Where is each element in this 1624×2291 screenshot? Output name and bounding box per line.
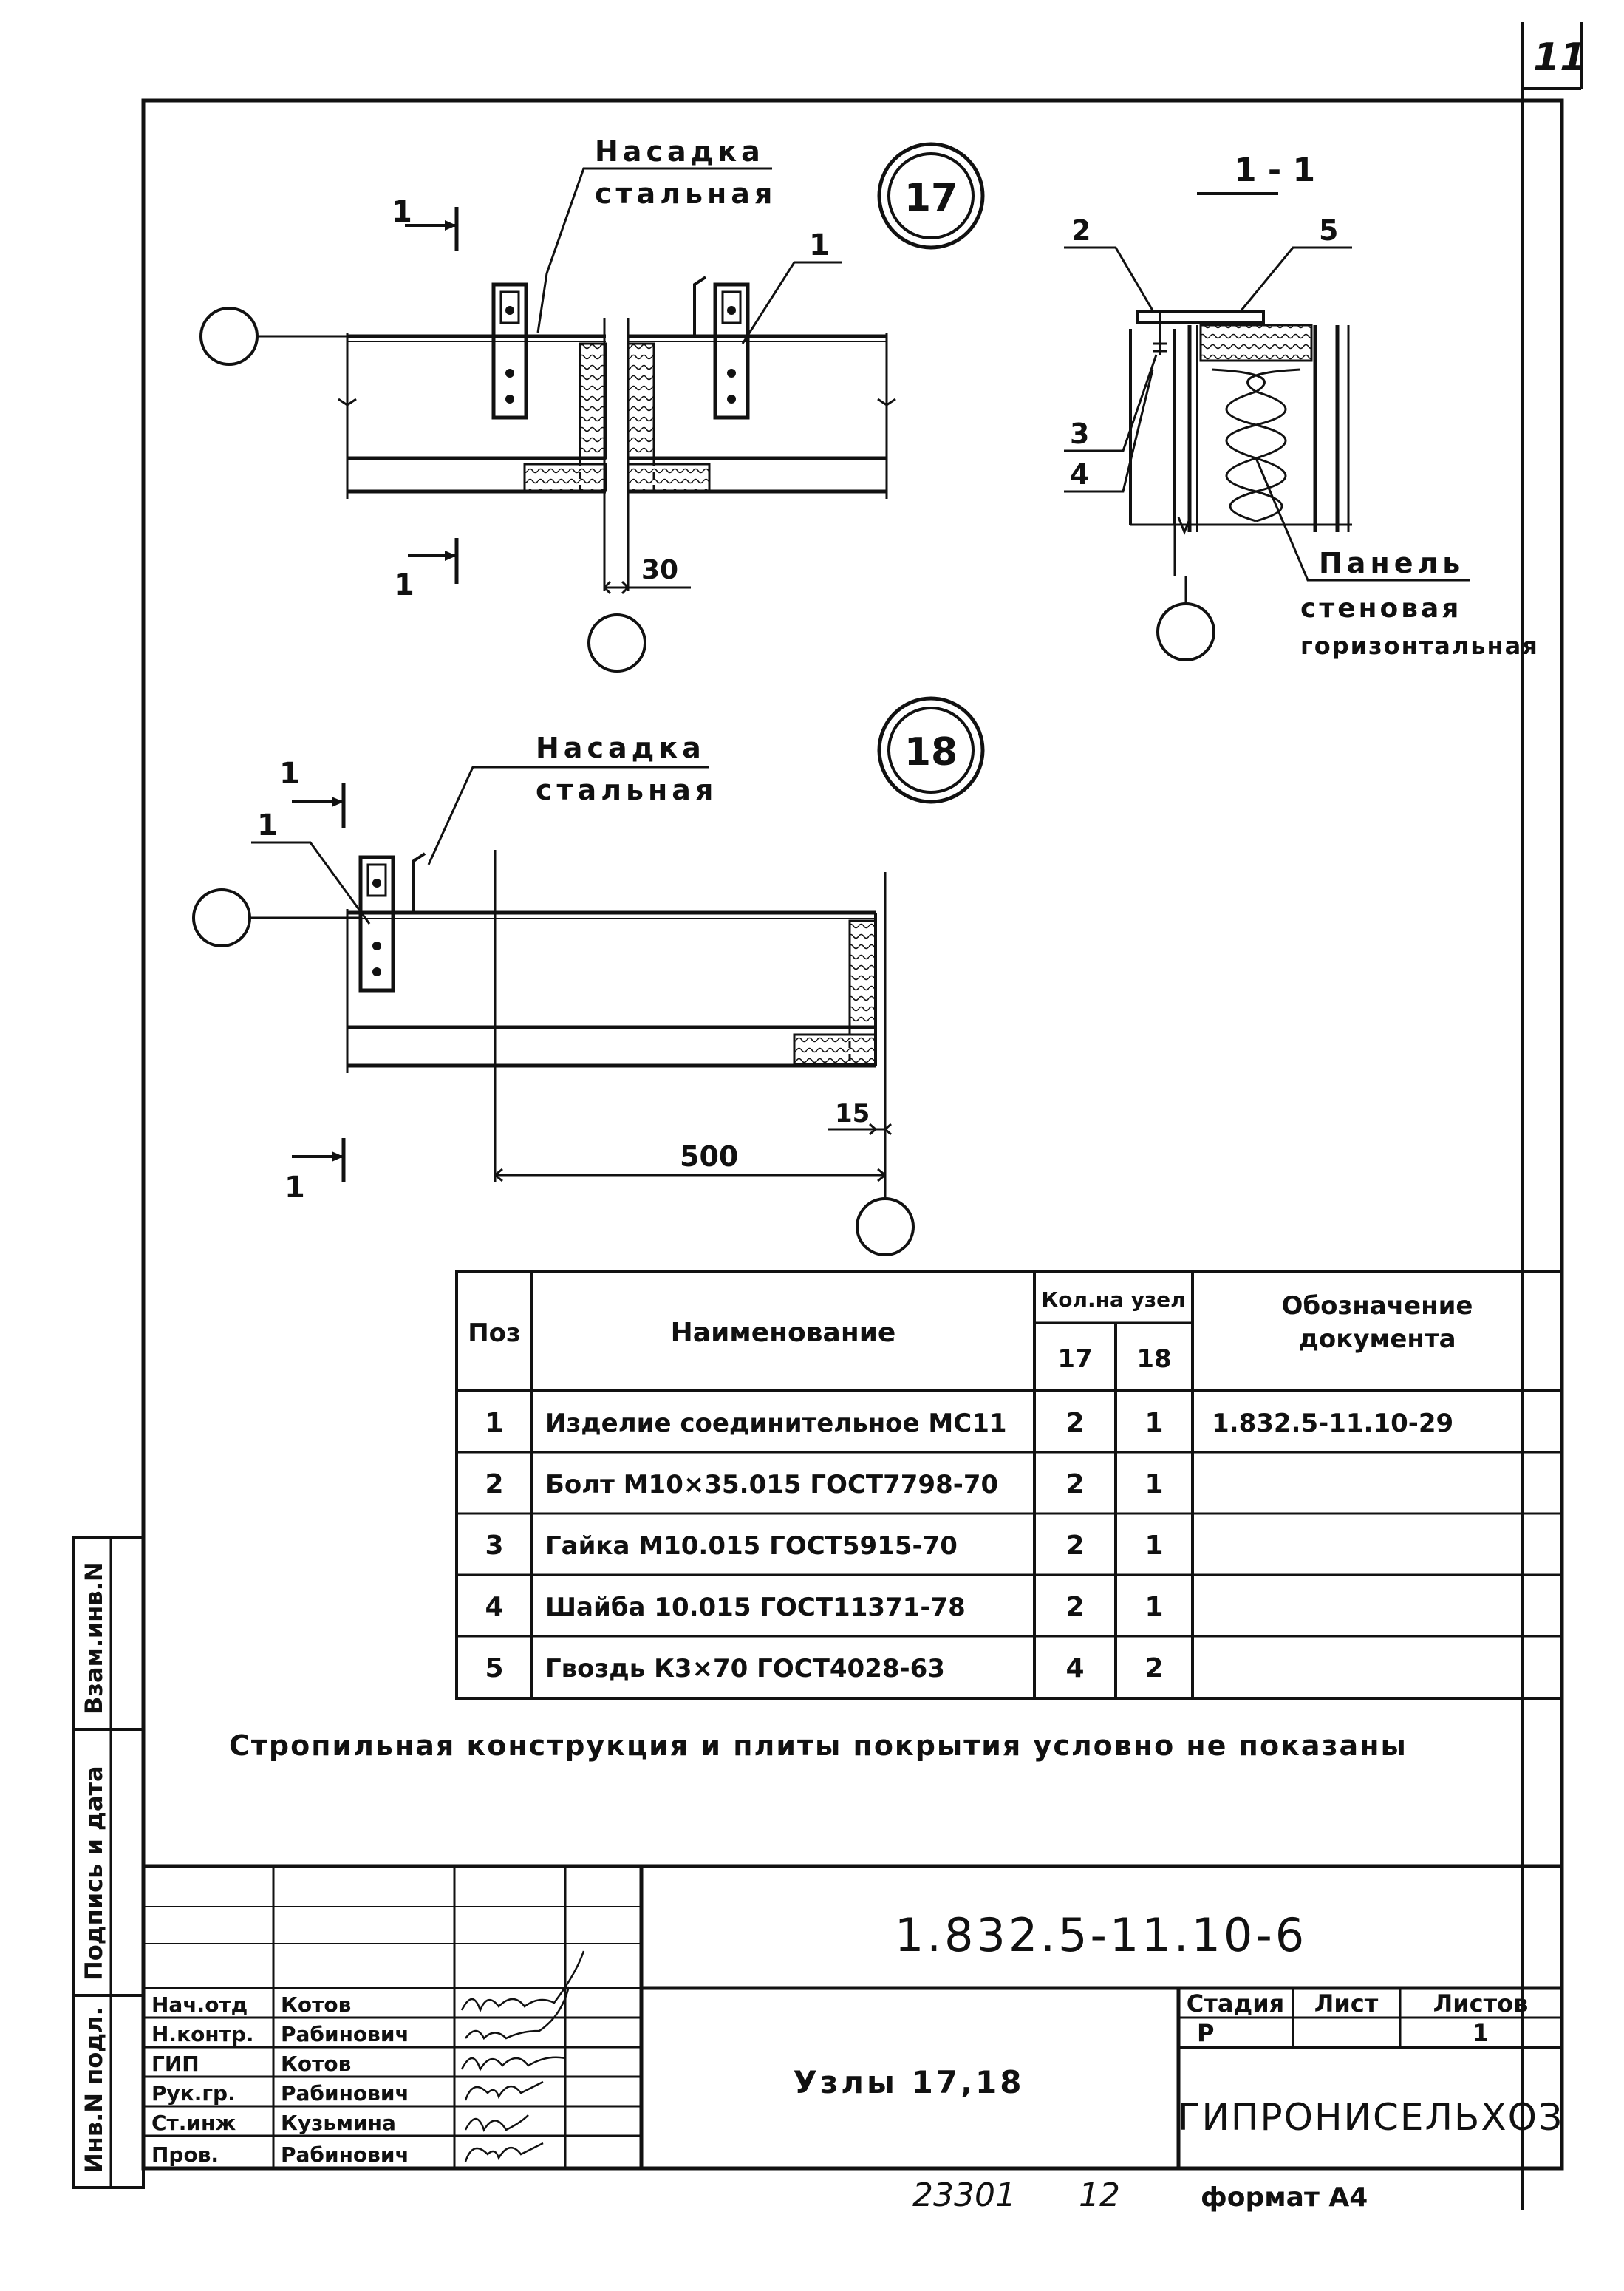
node-18-callout-line2: стальная — [536, 774, 717, 806]
spec-cell-name: Шайба 10.015 ГОСТ11371-78 — [545, 1593, 966, 1622]
spec-cell-q18: 1 — [1144, 1592, 1163, 1622]
spec-header-qty: Кол.на узел — [1041, 1287, 1185, 1312]
title-block-sheets-label: Листов — [1433, 1989, 1529, 2018]
footer-number: 23301 — [912, 2176, 1016, 2214]
node-17-item-1: 1 — [809, 228, 830, 262]
spec-cell-q17: 4 — [1065, 1653, 1084, 1684]
spec-row-4: 4 Шайба 10.015 ГОСТ11371-78 2 1 — [485, 1592, 1163, 1622]
title-block-doc-code: 1.832.5-11.10-6 — [895, 1908, 1307, 1962]
node-17-callout-line1: Насадка — [595, 135, 765, 168]
spec-cell-q17: 2 — [1065, 1531, 1084, 1561]
footer-format: формат А4 — [1201, 2182, 1368, 2213]
spec-header-name: Наименование — [671, 1318, 896, 1348]
spec-cell-q18: 2 — [1144, 1653, 1163, 1684]
spec-row-1: 1 Изделие соединительное МС11 2 1 1.832.… — [485, 1408, 1453, 1438]
node-17-section-mark-top: 1 — [392, 195, 412, 229]
page-number: 11 — [1533, 35, 1586, 80]
footer-copy: 12 — [1079, 2176, 1120, 2214]
spec-cell-q17: 2 — [1065, 1408, 1084, 1438]
section-pos-3: 3 — [1070, 418, 1089, 450]
spec-header-17: 17 — [1057, 1344, 1092, 1374]
panel-label-line2: стеновая — [1300, 593, 1461, 624]
node-18-section-mark-top: 1 — [279, 757, 300, 791]
title-block-people: Нач.отд Котов Н.контр. Рабинович ГИП Кот… — [151, 1992, 409, 2167]
spec-cell-pos: 5 — [485, 1653, 503, 1684]
section-pos-5: 5 — [1319, 214, 1338, 247]
spec-cell-pos: 2 — [485, 1469, 503, 1499]
person-role: ГИП — [151, 2052, 199, 2076]
page-frame — [141, 22, 1583, 2210]
title-block-stage-value: Р — [1197, 2019, 1214, 2047]
title-block-sheets-value: 1 — [1473, 2019, 1489, 2047]
node-18-marker — [877, 696, 985, 804]
spec-cell-pos: 4 — [485, 1592, 503, 1622]
node-18-dimension-15: 15 — [835, 1099, 870, 1129]
person-role: Рук.гр. — [151, 2081, 236, 2106]
spec-cell-pos: 3 — [485, 1531, 503, 1561]
node-17-label: 17 — [904, 176, 958, 220]
node-17-section-mark-bottom: 1 — [394, 568, 414, 602]
title-block-sheet-label: Лист — [1314, 1989, 1379, 2018]
panel-label-line1: Панель — [1319, 547, 1464, 579]
title-block-org: ГИПРОНИСЕЛЬХОЗ — [1178, 2096, 1563, 2139]
spec-row-3: 3 Гайка М10.015 ГОСТ5915-70 2 1 — [485, 1531, 1163, 1561]
section-pos-4: 4 — [1070, 458, 1089, 491]
drawing-note: Стропильная конструкция и плиты покрытия… — [229, 1729, 1408, 1762]
side-stamp-vz: Взам.инв.N — [80, 1562, 108, 1715]
spec-table — [455, 1270, 1563, 1700]
person-name: Кузьмина — [281, 2111, 396, 2135]
spec-header-18: 18 — [1136, 1344, 1171, 1374]
side-stamp — [72, 1536, 145, 2189]
spec-cell-q17: 2 — [1065, 1592, 1084, 1622]
node-18-section-mark-bottom: 1 — [284, 1171, 305, 1205]
node-17-callout-line2: стальная — [595, 177, 777, 210]
spec-cell-q18: 1 — [1144, 1408, 1163, 1438]
signatures — [460, 1950, 585, 2162]
spec-cell-name: Изделие соединительное МС11 — [545, 1409, 1007, 1438]
spec-header-pos: Поз — [468, 1318, 521, 1348]
spec-cell-q18: 1 — [1144, 1531, 1163, 1561]
title-block-title: Узлы 17,18 — [794, 2064, 1025, 2100]
side-stamp-inv: Инв.N подл. — [80, 2006, 108, 2173]
spec-cell-q18: 1 — [1144, 1469, 1163, 1499]
person-role: Ст.инж — [151, 2111, 236, 2135]
node-18-drawing: 18 Насадка стальная 1 1 1 — [192, 696, 985, 1256]
spec-row-2: 2 Болт М10×35.015 ГОСТ7798-70 2 1 — [485, 1469, 1163, 1499]
node-18-label: 18 — [904, 730, 958, 775]
person-role: Пров. — [151, 2142, 219, 2167]
side-stamp-sign: Подпись и дата — [80, 1766, 108, 1981]
spec-cell-name: Болт М10×35.015 ГОСТ7798-70 — [545, 1470, 998, 1499]
person-name: Котов — [281, 1992, 351, 2017]
spec-header-doc-line2: документа — [1298, 1324, 1456, 1354]
section-pos-2: 2 — [1071, 214, 1091, 247]
node-17-drawing: 17 Насадка стальная 1 1 — [199, 135, 985, 673]
section-1-1-drawing: 1 - 1 2 5 3 4 Панель стеновая горизонт — [1064, 152, 1539, 661]
title-block-stage-label: Стадия — [1187, 1989, 1284, 2018]
spec-cell-q17: 2 — [1065, 1469, 1084, 1499]
title-block — [143, 1864, 1562, 2168]
section-title: 1 - 1 — [1234, 152, 1315, 189]
person-name: Рабинович — [281, 2022, 409, 2046]
node-18-item-1: 1 — [257, 809, 278, 842]
person-name: Рабинович — [281, 2081, 409, 2106]
spec-cell-doc: 1.832.5-11.10-29 — [1212, 1409, 1453, 1438]
node-17-dimension-30: 30 — [641, 555, 678, 585]
node-18-dimension-500: 500 — [680, 1140, 738, 1173]
person-role: Н.контр. — [151, 2022, 254, 2046]
node-18-callout-line1: Насадка — [536, 732, 706, 764]
spec-cell-name: Гайка М10.015 ГОСТ5915-70 — [545, 1531, 958, 1561]
person-role: Нач.отд — [151, 1992, 248, 2017]
node-17-marker — [877, 142, 985, 250]
spec-header-doc-line1: Обозначение — [1282, 1291, 1473, 1321]
person-name: Рабинович — [281, 2142, 409, 2167]
spec-cell-pos: 1 — [485, 1408, 503, 1438]
spec-cell-name: Гвоздь К3×70 ГОСТ4028-63 — [545, 1654, 945, 1684]
panel-label-line3: горизонтальная — [1300, 632, 1539, 660]
person-name: Котов — [281, 2052, 351, 2076]
spec-row-5: 5 Гвоздь К3×70 ГОСТ4028-63 4 2 — [485, 1653, 1163, 1684]
